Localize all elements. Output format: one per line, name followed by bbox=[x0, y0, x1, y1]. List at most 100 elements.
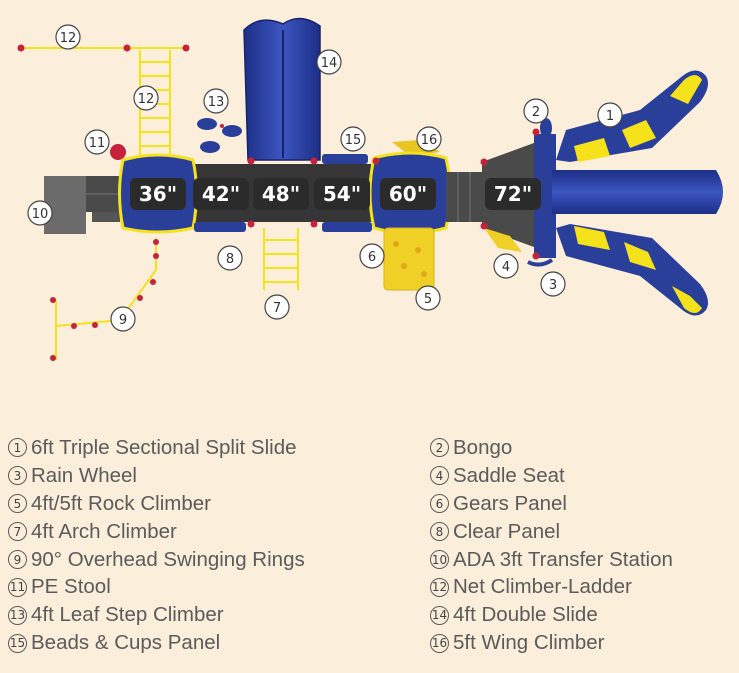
callout-2: 2 bbox=[523, 98, 549, 124]
legend-number: 16 bbox=[430, 633, 449, 653]
leaf-step-climber bbox=[197, 118, 242, 153]
legend-number: 3 bbox=[8, 466, 27, 486]
legend-label: 4ft/5ft Rock Climber bbox=[31, 491, 211, 515]
svg-text:15: 15 bbox=[345, 133, 362, 148]
legend-label: 5ft Wing Climber bbox=[453, 631, 605, 655]
playground-plan-diagram: 36" 42" 48" 54" 60" 72" 1 2 3 4 5 6 7 8 … bbox=[17, 17, 723, 361]
svg-text:4: 4 bbox=[502, 260, 510, 275]
legend-label: 6ft Triple Sectional Split Slide bbox=[31, 435, 297, 459]
callout-14: 14 bbox=[316, 49, 342, 75]
legend-number: 1 bbox=[8, 438, 27, 458]
callout-12a: 12 bbox=[55, 24, 81, 50]
callout-13: 13 bbox=[203, 88, 229, 114]
callout-15: 15 bbox=[340, 126, 366, 152]
legend-number: 12 bbox=[430, 577, 449, 597]
svg-text:3: 3 bbox=[549, 278, 557, 293]
svg-text:1: 1 bbox=[606, 109, 614, 124]
legend-number: 2 bbox=[430, 438, 449, 458]
callout-11: 11 bbox=[84, 129, 110, 155]
svg-text:16: 16 bbox=[421, 133, 438, 148]
callout-6: 6 bbox=[359, 243, 385, 269]
triple-split-slide bbox=[552, 70, 723, 316]
post-caps bbox=[17, 44, 190, 52]
svg-text:14: 14 bbox=[321, 56, 338, 71]
deck-posts bbox=[247, 128, 540, 260]
callout-10: 10 bbox=[27, 200, 53, 226]
legend-number: 13 bbox=[8, 605, 27, 625]
bongo bbox=[540, 118, 552, 138]
legend-label: Saddle Seat bbox=[453, 463, 565, 487]
height-labels: 36" 42" 48" 54" 60" 72" bbox=[130, 178, 541, 210]
callout-7: 7 bbox=[264, 294, 290, 320]
legend-number: 4 bbox=[430, 466, 449, 486]
deck-height-72: 72" bbox=[494, 182, 532, 206]
callout-5: 5 bbox=[415, 285, 441, 311]
svg-text:7: 7 bbox=[273, 301, 281, 316]
callout-4: 4 bbox=[493, 253, 519, 279]
clear-panel bbox=[194, 222, 246, 232]
callout-16: 16 bbox=[416, 126, 442, 152]
legend-number: 6 bbox=[430, 494, 449, 514]
callout-9: 9 bbox=[110, 306, 136, 332]
callout-1: 1 bbox=[597, 102, 623, 128]
deck-height-48: 48" bbox=[262, 182, 300, 206]
rock-climber bbox=[383, 227, 435, 291]
legend-label: PE Stool bbox=[31, 575, 111, 599]
legend-label: Bongo bbox=[453, 435, 513, 459]
legend-number: 7 bbox=[8, 522, 27, 542]
legend-label: Net Climber-Ladder bbox=[453, 575, 632, 599]
svg-text:12: 12 bbox=[60, 31, 77, 46]
svg-text:8: 8 bbox=[226, 252, 234, 267]
svg-text:5: 5 bbox=[424, 292, 432, 307]
callouts: 1 2 3 4 5 6 7 8 9 10 11 12 12 13 14 15 1… bbox=[27, 24, 623, 332]
legend-number: 5 bbox=[8, 494, 27, 514]
legend-label: 4ft Leaf Step Climber bbox=[31, 603, 224, 627]
legend-number: 8 bbox=[430, 522, 449, 542]
arch-climber bbox=[263, 228, 299, 290]
legend-label: 4ft Double Slide bbox=[453, 603, 598, 627]
svg-text:13: 13 bbox=[208, 95, 225, 110]
transfer-station bbox=[44, 176, 86, 234]
legend-label: Rain Wheel bbox=[31, 463, 137, 487]
legend-label: ADA 3ft Transfer Station bbox=[453, 547, 673, 571]
svg-text:12: 12 bbox=[138, 92, 155, 107]
svg-text:10: 10 bbox=[32, 207, 49, 222]
callout-8: 8 bbox=[217, 245, 243, 271]
legend-label: 4ft Arch Climber bbox=[31, 519, 177, 543]
rain-wheel bbox=[527, 258, 554, 267]
legend-number: 14 bbox=[430, 605, 449, 625]
svg-text:9: 9 bbox=[119, 313, 127, 328]
wing-climber bbox=[392, 140, 440, 156]
legend-number: 11 bbox=[8, 577, 27, 597]
legend-label: Beads & Cups Panel bbox=[31, 631, 221, 655]
legend-label: Gears Panel bbox=[453, 491, 567, 515]
deck-height-36: 36" bbox=[139, 182, 177, 206]
svg-text:6: 6 bbox=[368, 250, 376, 265]
saddle-seat bbox=[484, 228, 522, 252]
deck-height-54: 54" bbox=[323, 182, 361, 206]
deck-height-60: 60" bbox=[389, 182, 427, 206]
callout-12b: 12 bbox=[133, 85, 159, 111]
callout-3: 3 bbox=[540, 271, 566, 297]
beads-cups-panel bbox=[322, 154, 368, 164]
legend-number: 10 bbox=[430, 550, 449, 569]
legend-number: 9 bbox=[8, 550, 27, 569]
svg-text:2: 2 bbox=[532, 105, 540, 120]
deck-height-42: 42" bbox=[202, 182, 240, 206]
legend-label: Clear Panel bbox=[453, 519, 561, 543]
